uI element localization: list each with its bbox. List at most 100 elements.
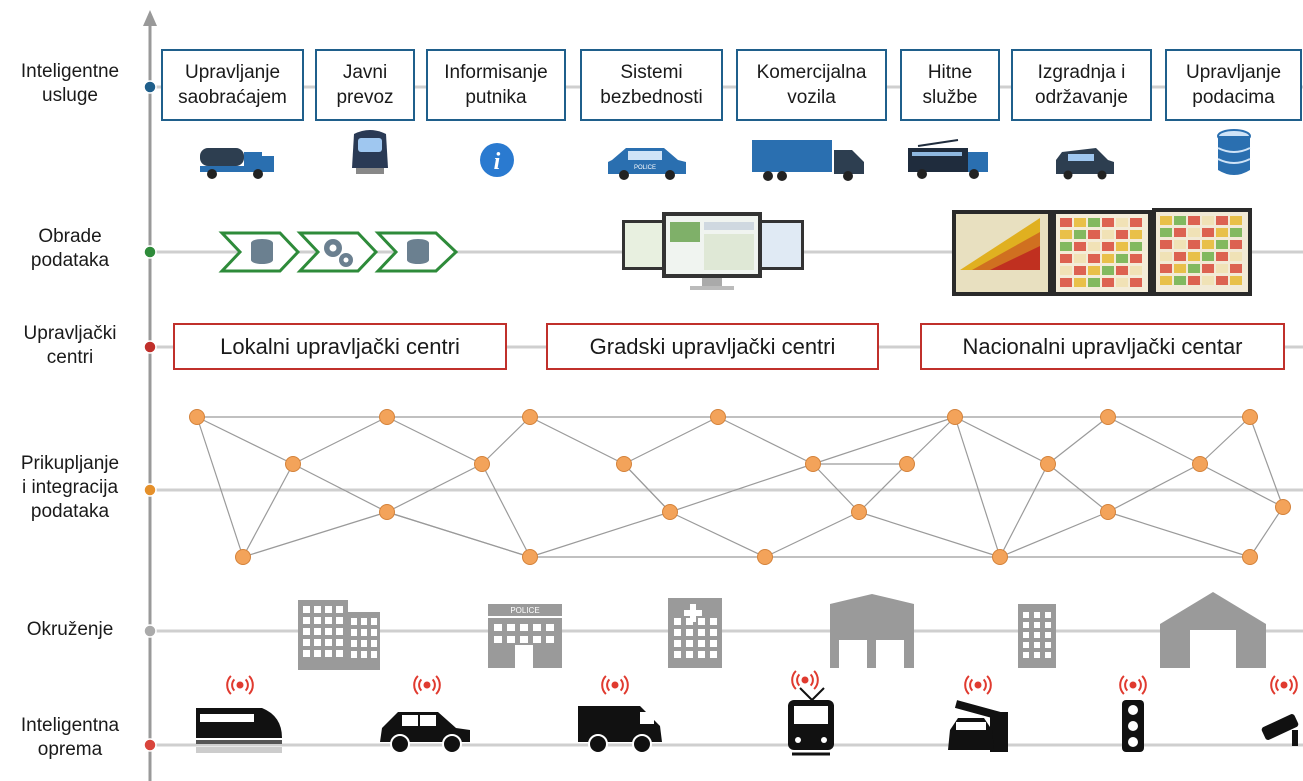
network-node — [1100, 504, 1116, 520]
high-speed-train-icon — [196, 708, 282, 753]
building-window — [533, 624, 541, 631]
network-node — [285, 456, 301, 472]
wireless-signal-icon — [413, 675, 441, 695]
network-link — [812, 416, 956, 465]
center-box-local: Lokalni upravljački centri — [173, 323, 507, 370]
network-link — [669, 511, 766, 558]
police-station-door — [515, 645, 533, 668]
video-wall-cell — [1188, 276, 1200, 285]
layer-label-processing: Obrade podataka — [30, 226, 110, 271]
building-window — [371, 629, 377, 636]
network-node — [1192, 456, 1208, 472]
video-wall-cell — [1202, 240, 1214, 249]
building-window — [336, 650, 343, 657]
building-window — [314, 628, 321, 635]
network-node — [1242, 409, 1258, 425]
car-icon — [380, 712, 470, 754]
video-wall-cell — [1060, 278, 1072, 287]
wireless-signal-icon — [1119, 675, 1147, 695]
video-wall-cell — [1130, 266, 1142, 275]
layer-dot-services — [143, 80, 157, 94]
network-link — [529, 416, 625, 465]
building-window — [303, 606, 310, 613]
building-window — [1023, 622, 1029, 628]
building-window — [686, 629, 693, 636]
train-front-icon — [352, 130, 388, 174]
video-wall-cell — [1230, 228, 1242, 237]
tram-icon — [788, 687, 834, 756]
fire-station-door — [839, 640, 867, 668]
network-link — [623, 463, 671, 513]
video-wall-cell — [1060, 218, 1072, 227]
video-wall-cell — [1130, 218, 1142, 227]
building-window — [1045, 642, 1051, 648]
network-link — [999, 463, 1049, 558]
service-box-safety: Sistemi bezbednosti — [580, 49, 723, 121]
toll-gate-icon — [948, 700, 1008, 752]
video-wall-cell — [1202, 228, 1214, 237]
video-wall-cell — [1102, 266, 1114, 275]
layer-dot-centers — [143, 340, 157, 354]
network-node — [947, 409, 963, 425]
layer-label-environment: Okruženje — [26, 619, 114, 640]
network-link — [386, 463, 483, 513]
building-window — [325, 650, 332, 657]
building-window — [361, 629, 367, 636]
video-wall-cell — [1116, 230, 1128, 239]
building-window — [325, 617, 332, 624]
network-link — [1047, 416, 1109, 465]
network-node — [1242, 549, 1258, 565]
video-wall-cell — [1174, 252, 1186, 261]
network-link — [669, 463, 814, 513]
building-window — [698, 651, 705, 658]
network-link — [1199, 463, 1284, 508]
network-link — [1107, 416, 1201, 465]
video-wall-cell — [1116, 242, 1128, 251]
network-link — [1047, 463, 1109, 513]
building-window — [1045, 632, 1051, 638]
center-box-national: Nacionalni upravljački centar — [920, 323, 1285, 370]
service-box-commercial: Komercijalna vozila — [736, 49, 887, 121]
video-wall-cell — [1074, 278, 1086, 287]
building-window — [303, 617, 310, 624]
police-sign-text: POLICE — [510, 606, 539, 615]
building-window — [314, 606, 321, 613]
video-wall-cell — [1160, 216, 1172, 225]
svg-text:i: i — [494, 149, 501, 175]
video-wall-cell — [1188, 252, 1200, 261]
network-link — [717, 416, 814, 465]
building-window — [698, 629, 705, 636]
video-wall-cell — [1174, 216, 1186, 225]
building-window — [351, 629, 357, 636]
building-window — [1034, 642, 1040, 648]
network-link — [1249, 506, 1284, 558]
video-wall-cell — [1060, 254, 1072, 263]
video-wall-cell — [1074, 218, 1086, 227]
network-node — [474, 456, 490, 472]
video-wall-cell — [1060, 230, 1072, 239]
network-node — [616, 456, 632, 472]
building-window — [314, 617, 321, 624]
network-link — [1107, 511, 1251, 558]
video-wall-cell — [1174, 276, 1186, 285]
video-wall-cell — [1202, 276, 1214, 285]
utility-truck-icon — [1056, 148, 1114, 180]
warehouse-door — [1190, 630, 1236, 668]
video-wall-cell — [1116, 278, 1128, 287]
video-wall-cell — [1130, 242, 1142, 251]
fire-station-door — [876, 640, 904, 668]
video-wall-cell — [1174, 228, 1186, 237]
video-wall-cell — [1160, 264, 1172, 273]
video-wall-cell — [1060, 242, 1072, 251]
building-window — [507, 636, 515, 643]
video-wall-cell — [1202, 216, 1214, 225]
vertical-axis — [143, 10, 157, 781]
network-link — [242, 463, 294, 558]
network-node — [1100, 409, 1116, 425]
building-window — [1034, 652, 1040, 658]
building-window — [371, 618, 377, 625]
building-window — [698, 640, 705, 647]
service-box-data: Upravljanje podacima — [1165, 49, 1302, 121]
wireless-signal-icon — [601, 675, 629, 695]
video-wall-cell — [1216, 216, 1228, 225]
